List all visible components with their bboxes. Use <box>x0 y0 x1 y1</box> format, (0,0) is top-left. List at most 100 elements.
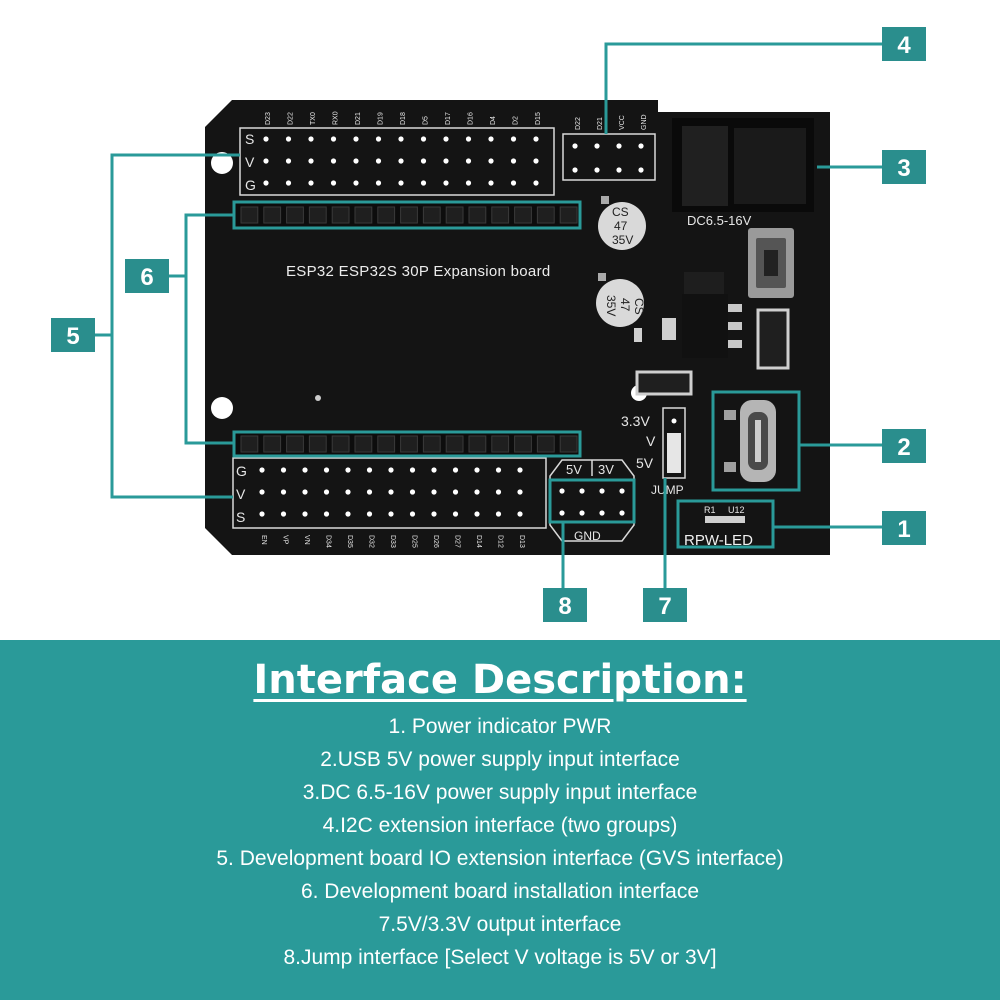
pin-label: D21 <box>597 117 604 130</box>
pin-dot <box>323 489 330 495</box>
pin-label: VP <box>282 535 289 545</box>
pin-dot <box>495 511 502 517</box>
pin-dot <box>323 511 330 517</box>
pin-dot <box>263 158 269 164</box>
pin-dot <box>465 180 472 186</box>
description-title: Interface Description: <box>253 657 747 703</box>
pin-label: D32 <box>368 535 375 548</box>
pin-label: EN <box>260 535 267 545</box>
pin-dot <box>366 467 373 473</box>
jumper-cap <box>667 433 681 473</box>
pin-dot <box>572 167 578 173</box>
pin-dot <box>398 158 404 164</box>
dc-label: DC6.5-16V <box>687 213 752 228</box>
callout-8: 8 <box>543 588 587 622</box>
description-item: 6. Development board installation interf… <box>300 880 700 903</box>
pin-dot <box>302 489 308 495</box>
pin-label: D21 <box>355 112 362 125</box>
pin-dot <box>533 180 539 186</box>
pin-dot <box>638 143 644 149</box>
bottom-gvs-pins <box>259 467 523 517</box>
usb-c-outline <box>711 390 801 492</box>
pin-dot <box>259 511 265 517</box>
capacitor: CS 47 35V <box>596 273 646 327</box>
header-slot <box>559 206 578 224</box>
smd-resistor <box>634 328 642 342</box>
header-slot <box>559 435 578 453</box>
callout-5: 5 <box>51 318 95 352</box>
pin-dot <box>420 180 427 186</box>
header-slot <box>491 435 510 453</box>
header-slot <box>308 206 327 224</box>
pin-label: D2 <box>513 116 520 125</box>
pin-dot <box>431 489 437 495</box>
pin-dot <box>302 467 308 473</box>
mounting-hole <box>315 395 321 401</box>
pin-label: D33 <box>389 535 396 548</box>
svg-text:8: 8 <box>558 593 571 620</box>
header-slot <box>377 435 396 453</box>
pin-dot <box>495 489 502 495</box>
pin-label: D14 <box>475 535 482 548</box>
pin-dot <box>398 180 404 186</box>
pin-dot <box>572 143 578 149</box>
pin-label: D19 <box>378 112 385 125</box>
jump-voltage-label: 3.3V <box>621 413 650 429</box>
pin-dot <box>388 467 394 473</box>
pin-dot <box>638 167 644 173</box>
output-header-pins <box>559 488 625 516</box>
pin-dot <box>375 158 382 164</box>
svg-text:7: 7 <box>658 593 671 620</box>
row-letter: V <box>245 154 255 170</box>
pin-dot <box>599 510 605 516</box>
pin-dot <box>599 488 605 494</box>
pin-dot <box>431 511 437 517</box>
pin-dot <box>366 511 373 517</box>
pin-label: D25 <box>411 535 418 548</box>
pin-dot <box>345 511 351 517</box>
header-slot <box>445 435 464 453</box>
board-title: ESP32 ESP32S 30P Expansion board <box>286 263 551 280</box>
pin-dot <box>616 143 622 149</box>
description-item: 2.USB 5V power supply input interface <box>320 748 680 771</box>
description-item: 4.I2C extension interface (two groups) <box>322 814 678 837</box>
capacitor-label: 47 <box>614 219 628 233</box>
pin-label: VCC <box>619 115 626 130</box>
pin-dot <box>330 158 337 164</box>
header-slot <box>422 206 441 224</box>
header-slot <box>468 435 487 453</box>
pin-dot <box>474 467 480 473</box>
pin-label: VN <box>303 535 310 545</box>
description-list: 1. Power indicator PWR 2.USB 5V power su… <box>0 710 1000 974</box>
capacitor: CS 47 35V <box>598 196 646 250</box>
pin-dot <box>431 467 437 473</box>
u12-label: U12 <box>728 505 745 515</box>
pin-dot <box>263 180 269 186</box>
dc-jack-body <box>682 126 728 206</box>
pin-label: D34 <box>325 535 332 548</box>
header-slot <box>286 206 304 224</box>
smd-diode <box>756 308 790 370</box>
pin-dot <box>409 489 416 495</box>
header-slot <box>514 435 532 453</box>
pin-label: D18 <box>400 112 407 125</box>
pin-label: RX0 <box>333 111 340 125</box>
pin-dot <box>559 510 565 516</box>
r1-label: R1 <box>704 505 716 515</box>
bottom-row-letters: G V S <box>236 463 247 525</box>
pin-label: D16 <box>468 112 475 125</box>
pin-dot <box>308 136 314 142</box>
pin-label: D12 <box>497 535 504 548</box>
row-letter: V <box>236 486 246 502</box>
description-item: 8.Jump interface [Select V voltage is 5V… <box>283 946 717 969</box>
jump-label: JUMP <box>651 483 684 497</box>
pin-dot <box>495 467 502 473</box>
header-slot <box>331 206 350 224</box>
description-item: 3.DC 6.5-16V power supply input interfac… <box>302 781 698 804</box>
callout-6: 6 <box>125 259 169 293</box>
pin-dot <box>280 489 287 495</box>
capacitor-label: 35V <box>604 295 618 316</box>
pin-dot <box>330 180 337 186</box>
